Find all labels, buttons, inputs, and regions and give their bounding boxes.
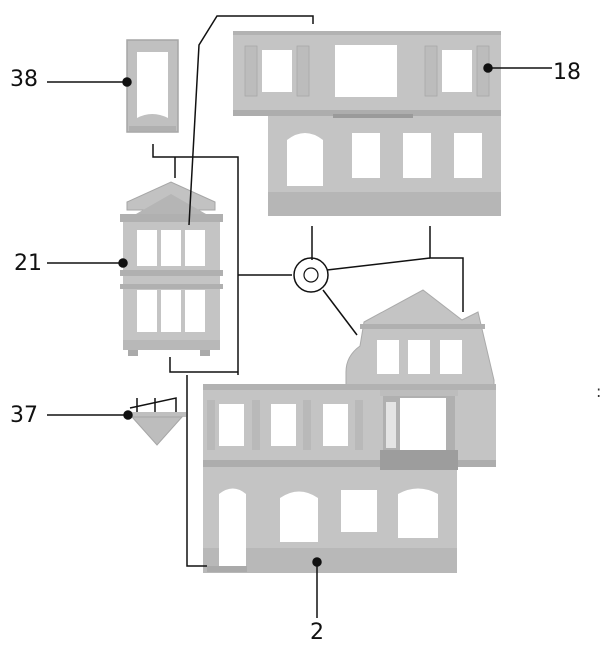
callout-21: 21 <box>14 251 42 276</box>
callout-37: 37 <box>10 403 38 428</box>
leader-lines <box>47 63 552 618</box>
assembly-lines <box>129 15 464 567</box>
part-18-upper-wall <box>233 31 501 216</box>
callout-38: 38 <box>10 67 38 92</box>
part-37-bracket <box>128 412 186 446</box>
edge-mark: : <box>596 382 602 401</box>
part-38-door-frame <box>126 39 179 133</box>
callout-2: 2 <box>310 620 324 645</box>
part-2-main-facade <box>203 289 496 573</box>
callout-18: 18 <box>553 60 581 85</box>
part-21-gable-facade <box>120 181 223 356</box>
